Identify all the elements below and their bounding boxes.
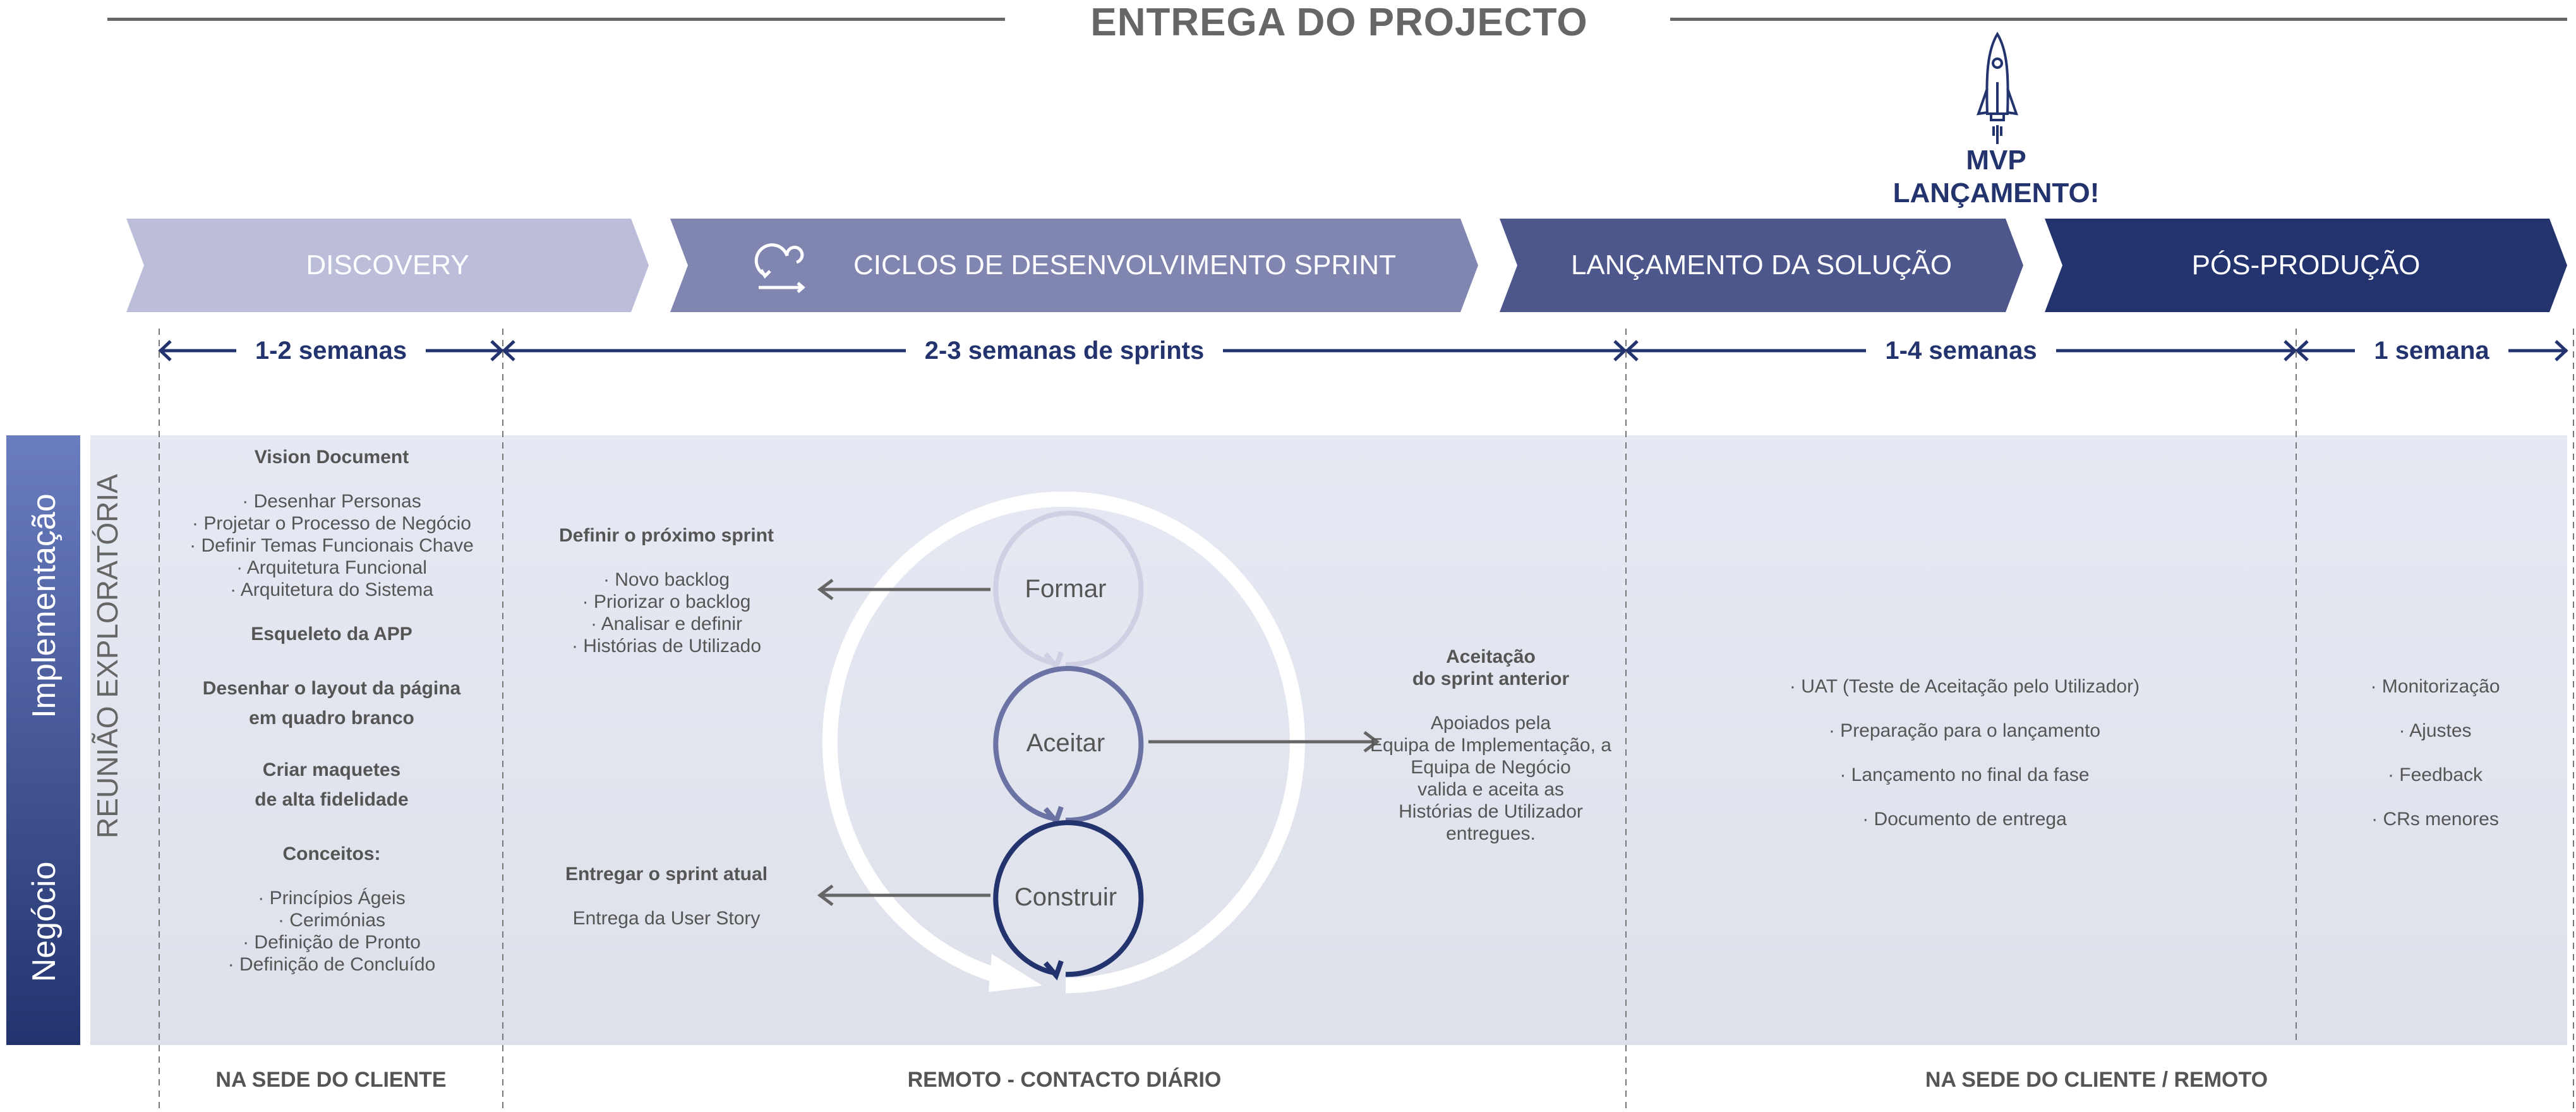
- acceptance-block: Aceitação do sprint anterior Apoiados pe…: [1358, 646, 1623, 845]
- page-title: ENTREGA DO PROJECTO: [1090, 1, 1588, 44]
- formar-circle: [993, 511, 1144, 668]
- duration-launch: 1-4 semanas: [1626, 335, 2296, 366]
- mockup-heading: de alta fidelidade: [255, 789, 409, 810]
- post-production-column: · Monitorização · Ajustes · Feedback · C…: [2306, 665, 2565, 842]
- next-sprint-heading: Definir o próximo sprint: [558, 525, 774, 546]
- text-line: Equipa de Implementação, a: [1370, 735, 1611, 756]
- sprint-cycle-diagram: [817, 492, 1380, 993]
- list-item: · UAT (Teste de Aceitação pelo Utilizado…: [1789, 676, 2140, 697]
- title-rule-left: [107, 18, 1005, 21]
- location-onsite: NA SEDE DO CLIENTE: [215, 1068, 447, 1092]
- list-item: · Desenhar Personas: [242, 491, 421, 512]
- duration-post: 1 semana: [2296, 335, 2567, 366]
- list-item: · Arquitetura do Sistema: [230, 579, 433, 600]
- vision-heading: Vision Document: [254, 447, 409, 468]
- phase-discovery: DISCOVERY: [126, 219, 649, 312]
- discovery-column: Vision Document · Desenhar Personas · Pr…: [171, 446, 493, 976]
- list-item: · Definir Temas Funcionais Chave: [190, 535, 474, 556]
- cycle-step-aceitar: Aceitar: [1026, 729, 1105, 757]
- arrow-to-acceptance: [1148, 731, 1380, 752]
- duration-discovery: 1-2 semanas: [159, 335, 503, 366]
- duration-label: 2-3 semanas de sprints: [905, 336, 1224, 365]
- phase-dividers: [159, 329, 2574, 1112]
- deliver-sprint-block: Entregar o sprint atual Entrega da User …: [524, 863, 809, 929]
- list-item: · Projetar o Processo de Negócio: [192, 513, 471, 534]
- arrow-to-deliver-sprint: [817, 885, 990, 906]
- mockup-heading: Criar maquetes: [262, 759, 401, 780]
- launch-column: · UAT (Teste de Aceitação pelo Utilizado…: [1655, 665, 2274, 842]
- list-item: · Princípios Ágeis: [258, 888, 406, 909]
- phase-sprint-cycles: CICLOS DE DESENVOLVIMENTO SPRINT: [670, 219, 1478, 312]
- deliver-sprint-heading: Entregar o sprint atual: [565, 864, 768, 885]
- cycle-step-construir: Construir: [1014, 883, 1117, 911]
- text-line: Apoiados pela: [1430, 713, 1551, 734]
- launch-label: LANÇAMENTO!: [1893, 178, 2100, 208]
- list-item: · Definição de Pronto: [243, 932, 421, 953]
- text-line: Equipa de Negócio: [1411, 757, 1571, 778]
- text-line: valida e aceita as: [1417, 779, 1564, 800]
- sprint-cycle-icon: [752, 237, 809, 294]
- layout-heading: em quadro branco: [249, 708, 414, 728]
- phase-solution-launch: LANÇAMENTO DA SOLUÇÃO: [1500, 219, 2023, 312]
- title-rule-right: [1670, 18, 2567, 21]
- list-item: · Arquitetura Funcional: [236, 557, 427, 578]
- location-remote: REMOTO - CONTACTO DIÁRIO: [907, 1068, 1222, 1092]
- text-line: Histórias de Utilizador: [1399, 801, 1583, 822]
- duration-label: 1-2 semanas: [236, 336, 426, 365]
- list-item: · Monitorização: [2370, 676, 2500, 697]
- layout-heading: Desenhar o layout da página: [202, 678, 461, 699]
- list-item: · Feedback: [2387, 764, 2483, 785]
- list-item: · CRs menores: [2371, 809, 2499, 830]
- location-onsite-remote: NA SEDE DO CLIENTE / REMOTO: [1925, 1068, 2268, 1092]
- phase-label: DISCOVERY: [306, 250, 469, 281]
- deliver-text: Entrega da User Story: [572, 908, 761, 929]
- phase-post-production: PÓS-PRODUÇÃO: [2045, 219, 2567, 312]
- duration-label: 1 semana: [2355, 336, 2508, 365]
- list-item: · Novo backlog: [603, 569, 730, 590]
- list-item: · Lançamento no final da fase: [1839, 764, 2090, 785]
- phase-label: LANÇAMENTO DA SOLUÇÃO: [1570, 250, 1953, 281]
- acceptance-heading: do sprint anterior: [1412, 668, 1570, 689]
- mvp-launch-label: MVP LANÇAMENTO!: [1870, 144, 2122, 210]
- list-item: · Histórias de Utilizado: [571, 636, 762, 656]
- cycle-step-formar: Formar: [1025, 575, 1107, 603]
- phase-label: PÓS-PRODUÇÃO: [2191, 250, 2421, 281]
- team-sidebar: Implementação Negócio: [6, 435, 80, 1045]
- mvp-label: MVP: [1966, 145, 2026, 176]
- arrow-to-next-sprint: [817, 579, 990, 600]
- list-item: · Ajustes: [2398, 720, 2472, 741]
- list-item: · Priorizar o backlog: [582, 591, 751, 612]
- aceitar-circle: [993, 666, 1144, 823]
- duration-sprints: 2-3 semanas de sprints: [503, 335, 1626, 366]
- list-item: · Preparação para o lançamento: [1828, 720, 2101, 741]
- list-item: · Cerimónias: [277, 910, 386, 931]
- next-sprint-block: Definir o próximo sprint · Novo backlog …: [524, 524, 809, 657]
- outer-cycle-arrowhead: [989, 954, 1042, 992]
- list-item: · Analisar e definir: [590, 613, 743, 634]
- phase-label: CICLOS DE DESENVOLVIMENTO SPRINT: [853, 250, 1396, 281]
- list-item: · Definição de Concluído: [227, 954, 436, 975]
- text-line: entregues.: [1446, 823, 1536, 844]
- skeleton-heading: Esqueleto da APP: [251, 624, 412, 644]
- rocket-icon: [1977, 32, 2018, 144]
- concepts-heading: Conceitos:: [282, 843, 381, 864]
- duration-label: 1-4 semanas: [1866, 336, 2056, 365]
- construir-circle: [993, 820, 1144, 977]
- list-item: · Documento de entrega: [1862, 809, 2067, 830]
- outer-cycle-arrow: [822, 492, 1305, 993]
- acceptance-heading: Aceitação: [1446, 646, 1536, 667]
